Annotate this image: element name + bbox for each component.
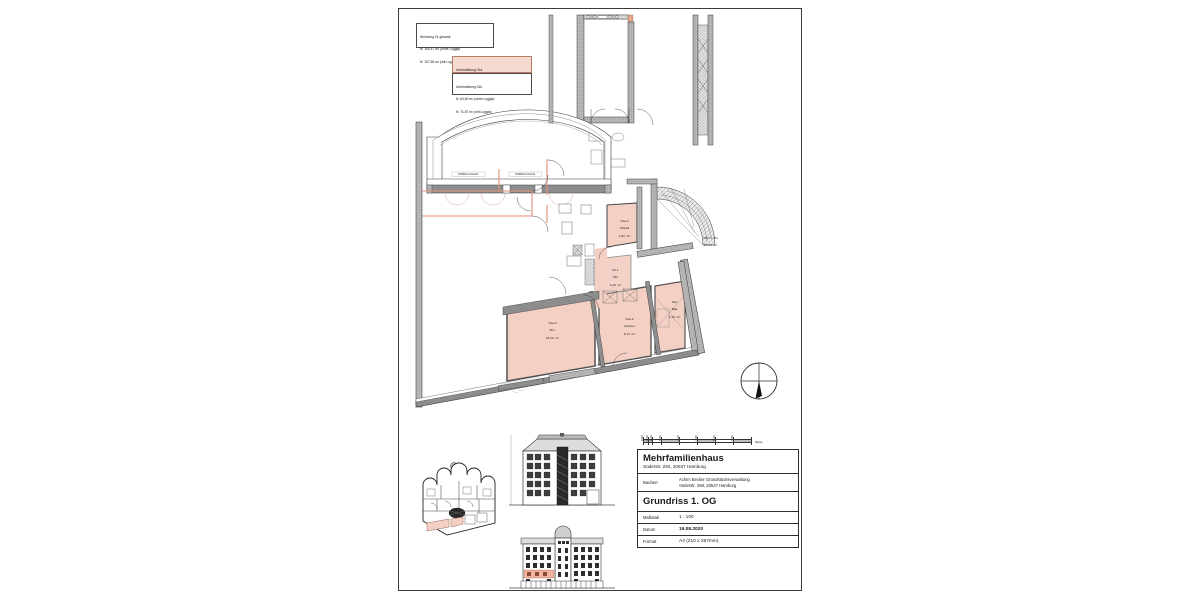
project-name: Mehrfamilienhaus (643, 453, 724, 464)
room-code-01-1: 01.1 (612, 267, 619, 272)
key-plan (417, 461, 509, 545)
stairwell-area: 27,14 m² (703, 243, 718, 248)
a4-page: Wohnung 01 gesamt N: 100,47 m² (ohne Log… (398, 8, 802, 591)
owner-key: Bauherr (643, 480, 658, 486)
scale-tick-2: 1,00 (649, 435, 653, 441)
stairwell-label: TRH 1.OG 27,14 m² (696, 233, 718, 252)
room-name-01a-2: Küchen (624, 324, 635, 329)
room-code-01a: 01a (671, 299, 678, 304)
date-key: Datum (643, 527, 656, 533)
floor-plan: 01a.4 Abstell 4,62 m² 01.1 Flur 3,16 m² … (399, 9, 803, 429)
drawing-title: Grundriss 1. OG (643, 496, 717, 508)
north-arrow (739, 361, 779, 401)
legend-sublet-b-title: Untermietung 01b (456, 84, 483, 89)
scale-tick-6: 5,00 (712, 435, 716, 441)
scale-bar-unit: Meter (755, 440, 763, 444)
scale-tick-4: 3,00 (676, 435, 680, 441)
elevation-front (507, 514, 617, 601)
date-value: 19.08.2020 (679, 527, 704, 533)
scale-key: Maßstab (643, 515, 660, 521)
room-code-01a-3: 01a.3 (548, 320, 557, 325)
owner-value: Achim Becker Grundstücksverwaltung Süder… (679, 477, 750, 488)
room-label-flur: 01.1 Flur 3,16 m² (603, 265, 622, 292)
room-area-01a-2: 8,14 m² (623, 331, 636, 336)
project-address: Süderstr. 294, 20537 Hamburg (643, 464, 706, 469)
room-area-01a: 1,79 m² (668, 314, 681, 319)
title-block: Mehrfamilienhaus Süderstr. 294, 20537 Ha… (637, 449, 799, 549)
scale-tick-7: 6,00 (730, 435, 734, 441)
room-label-abstell: 01a.4 Abstell 4,62 m² (612, 216, 631, 243)
scale-tick-0: 0,00 (640, 435, 644, 441)
format-key: Format (643, 539, 657, 545)
legend-sublet-b-box: Untermietung 01b N: 64,60 m² (ohne Loggi… (452, 73, 532, 114)
room-name-01a-4: Abstell (619, 226, 630, 231)
legend-total-line2: N: 107,55 m² (mit Loggia) (420, 60, 458, 65)
room-area-01a-4: 4,62 m² (618, 233, 631, 238)
room-name-01a-3: Zim. (549, 328, 556, 333)
room-name-01-1: Flur (612, 275, 619, 280)
loggia-label-left: VORBAU/LOGGIA (457, 172, 479, 176)
scale-tick-3: 1,00 (658, 435, 662, 441)
legend-sublet-b-line2: N: 71,57 m² (mit Loggia) (456, 110, 492, 115)
loggia-label-right: VORBAU/LOGGIA (514, 172, 536, 176)
room-area-01a-3: 16,16 m² (545, 335, 560, 340)
floor-plan-drawing (415, 14, 716, 408)
room-code-01a-2: 01a.2 (625, 316, 634, 321)
legend-total-line1: N: 100,47 m² (ohne Loggia) (420, 47, 461, 52)
room-label-zimmer: 01a.3 Zim. 16,16 m² (539, 318, 559, 345)
room-label-bad: 01a Bad 1,79 m² (662, 297, 681, 324)
scale-value: 1 : 100 (679, 515, 694, 521)
legend-sublet-b-line1: N: 64,60 m² (ohne Loggia) (456, 97, 495, 102)
room-code-01a-4: 01a.4 (620, 218, 629, 223)
format-value: A4 (210 x 297mm) (679, 539, 719, 545)
scale-tick-5: 4,00 (694, 435, 698, 441)
scale-tick-1: 0,50 (644, 435, 649, 441)
legend-sublet-a-title: Untermietung 01a (456, 67, 483, 72)
room-name-01a: Bad (671, 307, 678, 312)
legend-total-title: Wohnung 01 gesamt (420, 34, 451, 39)
room-area-01-1: 3,16 m² (609, 282, 622, 287)
room-label-kuechen: 01a.2 Küchen 8,14 m² (617, 314, 636, 341)
elevation-rear (507, 432, 617, 518)
stairwell-name: TRH 1.OG (703, 235, 718, 240)
legend-total-box: Wohnung 01 gesamt N: 100,47 m² (ohne Log… (416, 23, 494, 64)
